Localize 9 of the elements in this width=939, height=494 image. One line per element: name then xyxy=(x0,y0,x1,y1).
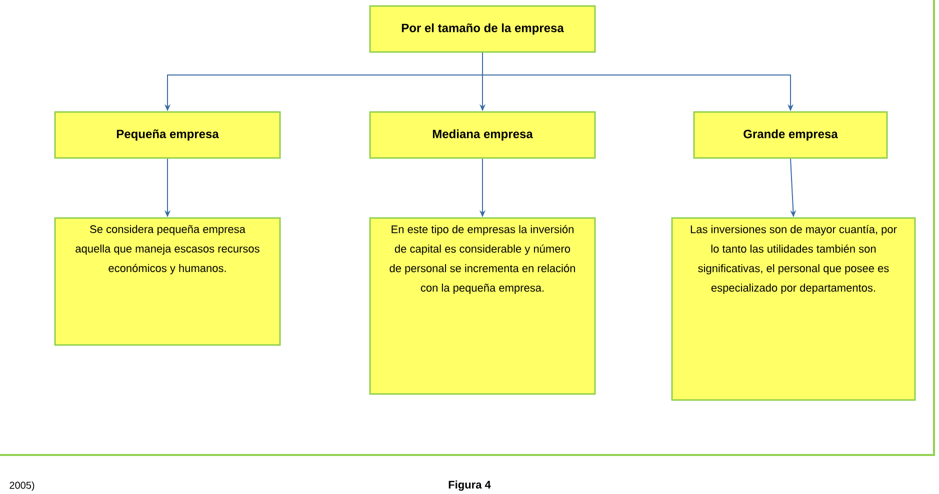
description-box: Se considera pequeña empresa aquella que maneja escasos recursos económicos y humanos. xyxy=(54,217,281,346)
category-box: Pequeña empresa xyxy=(54,111,281,159)
description-box: Las inversiones son de mayor cuantía, por lo tanto las utilidades también son significativas, el personal que posee es especializado por departamentos. xyxy=(671,217,916,401)
category-box: Grande empresa xyxy=(693,111,888,159)
description-box: En este tipo de empresas la inversión de capital es considerable y número de personal se incrementa en relación con la pequeña empresa. xyxy=(369,217,596,395)
category-box: Mediana empresa xyxy=(369,111,596,159)
heading-box: Por el tamaño de la empresa xyxy=(369,5,596,53)
note-text: 2005) xyxy=(10,481,34,491)
figure-caption: Figura 4 xyxy=(448,480,491,491)
